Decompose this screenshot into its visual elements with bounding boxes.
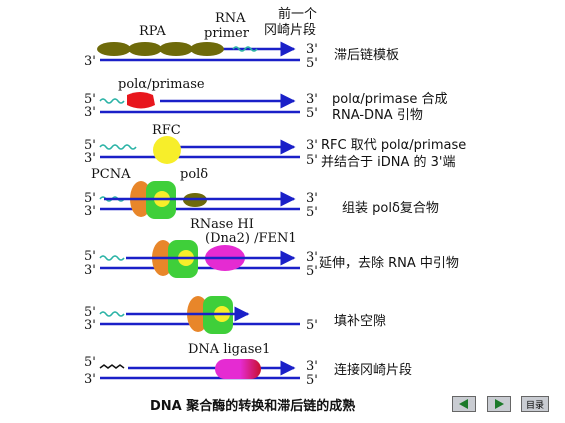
prev-slide-button[interactable] [452,396,476,412]
step4-end-label: 5' [306,205,318,220]
step5-description: 延伸，去除 RNA 中引物 [319,256,459,271]
step5-end-label: 5' [84,249,96,264]
step7-end-label: 5' [306,373,318,388]
step2-end-label: 3' [306,92,318,107]
step1-description: 滞后链模板 [334,48,400,63]
step6-description: 填补空隙 [334,314,387,329]
rna-primer-squiggle [99,98,125,104]
rpa-protein [190,42,224,56]
step3-end-label: 3' [306,138,318,153]
next-slide-button[interactable] [487,396,511,412]
rnase-label: RNase HI [190,217,254,232]
step3-end-label: 5' [306,153,318,168]
step6-end-label: 5' [306,318,318,333]
step2-end-label: 5' [84,92,96,107]
rpa-protein [97,42,131,56]
step3-description: RFC 取代 polα/primase [321,138,467,153]
rpa-label: RPA [139,24,166,39]
step5-diagram [99,240,300,278]
step4-end-label: 3' [306,191,318,206]
step4-end-label: 3' [84,204,96,219]
step5-end-label: 3' [84,263,96,278]
rna-primer-squiggle [99,311,125,317]
dna-nick-squiggle [99,364,125,369]
dna-ligase1 [215,359,261,379]
step4-diagram [99,181,300,219]
step1-diagram [97,41,300,62]
fen1-label: (Dna2) /FEN1 [205,231,297,246]
rna-primer-squiggle [99,144,137,150]
step5-end-label: 5' [306,264,318,279]
rna-primer-squiggle [99,255,125,261]
rna-label: RNA [215,11,246,26]
previous-fragment-label: 冈崎片段 [264,23,317,38]
step5-end-label: 3' [306,250,318,265]
step7-end-label: 3' [306,359,318,374]
pcna-label: PCNA [91,167,131,182]
step3-description: 并结合于 iDNA 的 3'端 [321,155,456,170]
step1-end-label: 3' [306,42,318,57]
step4-description: 组装 polδ复合物 [342,201,439,216]
step3-end-label: 5' [84,138,96,153]
step1-end-label: 3' [84,54,96,69]
pol-alpha-primase [127,92,155,109]
rpa-protein [128,42,162,56]
step7-diagram [99,359,300,380]
contents-button[interactable]: 目录 [521,396,549,412]
step7-description: 连接冈崎片段 [334,363,413,378]
figure-caption: DNA 聚合酶的转换和滞后链的成熟 [150,399,356,414]
step3-end-label: 3' [84,151,96,166]
step2-description: polα/primase 合成 [332,92,448,107]
rfc-protein [153,136,181,164]
step7-end-label: 3' [84,372,96,387]
rna-primer-squiggle [232,46,258,52]
step1-end-label: 5' [306,56,318,71]
step2-end-label: 3' [84,105,96,120]
rfc-label: RFC [152,123,181,138]
step2-description: RNA-DNA 引物 [332,108,423,123]
pol-delta-label: polδ [180,167,209,182]
pol-alpha-label: polα/primase [118,77,205,92]
rpa-protein [159,42,193,56]
step2-diagram [99,92,300,114]
contents-label: 目录 [525,400,544,411]
step7-end-label: 5' [84,355,96,370]
step3-diagram [99,136,300,164]
step6-end-label: 3' [84,318,96,333]
ligase-label: DNA ligase1 [188,342,271,357]
step6-diagram [99,296,300,334]
right-arrow-icon [495,399,504,409]
step4-end-label: 5' [84,191,96,206]
primer-label: primer [204,26,249,41]
step6-end-label: 5' [84,305,96,320]
step2-end-label: 5' [306,106,318,121]
left-arrow-icon [459,399,468,409]
previous-fragment-label: 前一个 [278,7,318,22]
